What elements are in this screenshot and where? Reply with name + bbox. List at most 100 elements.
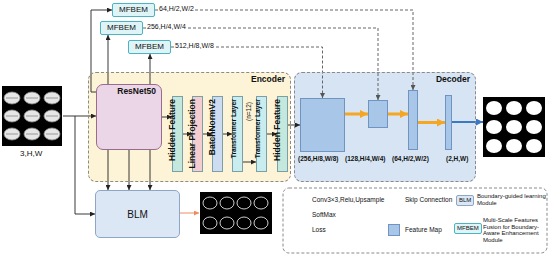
image-stripe	[46, 116, 58, 117]
decoder-region: Decoder (256,H/8,W/8) (128,H/4,W/4) (64,H/2…	[294, 72, 476, 182]
projection-bar: Linear Projection	[192, 96, 203, 172]
image-blob	[220, 217, 234, 229]
legend-swatch	[388, 224, 400, 236]
flow-arrow	[108, 35, 109, 84]
feature-bar: Hidden Feature	[277, 96, 288, 172]
image-blob	[237, 197, 251, 209]
norm-bar: BatchNormV2	[212, 96, 223, 172]
image-stripe	[46, 134, 58, 135]
tensor-shape: 256,H/4,W/4	[146, 23, 187, 31]
encoder-region: EncoderResNet50Hidden Feature Linear Proj…	[88, 72, 291, 182]
node-label: Linear Projection	[188, 99, 197, 168]
skip-connection	[143, 28, 378, 100]
image-stripe	[6, 98, 18, 99]
node-label: (128,H/4,W/4)	[345, 155, 382, 162]
image-ground	[200, 192, 272, 234]
node-label: ResNet50	[117, 87, 156, 96]
image-blob	[24, 92, 40, 104]
flow-arrow	[108, 150, 109, 190]
legend-text: Loss	[312, 226, 326, 233]
mfbem-box: MFBEM	[112, 3, 155, 17]
image-figure	[200, 192, 272, 234]
feature-map: (64,H/2,W/2)	[408, 90, 418, 150]
image-ground	[483, 97, 545, 157]
image-blob	[254, 217, 268, 229]
image-blob	[526, 139, 542, 153]
legend-text: Feature Map	[405, 226, 442, 233]
arrow-line	[452, 121, 483, 123]
feature-bar: Hidden Feature	[172, 96, 183, 172]
image-blob	[24, 110, 40, 122]
image-blob	[486, 120, 502, 134]
image-blob	[506, 101, 522, 115]
node-label: Decoder	[436, 75, 470, 84]
legend-text: Boundary-guided learning Module	[477, 193, 546, 206]
flow-arrow	[150, 54, 151, 84]
image-stripe	[26, 116, 38, 117]
transformer-bar: Transformer Layer	[256, 96, 267, 172]
mfbem-box: MFBEM	[100, 21, 143, 35]
node-label: MFBEM	[107, 24, 136, 33]
arrow-line	[180, 213, 199, 214]
node-label: (64,H/2,W/2)	[392, 155, 412, 162]
tensor-shape: 512,H/8,W/8	[174, 42, 215, 50]
node-label: Transformer Layer	[230, 99, 237, 158]
image-blob	[203, 217, 217, 229]
node-label: Encoder	[251, 75, 285, 84]
image-blob	[4, 128, 20, 140]
mfbem-box: MFBEM	[128, 40, 171, 54]
node-label: Hidden Feature	[168, 99, 177, 161]
arrow-line	[75, 116, 95, 214]
image-blob	[526, 101, 542, 115]
feature-map: (128,H/4,W/4)	[368, 100, 388, 128]
skip-connection	[155, 10, 413, 90]
region-fill	[88, 72, 291, 182]
image-blob	[4, 110, 20, 122]
image-stripe	[26, 134, 38, 135]
node-label: BatchNormV2	[208, 99, 217, 155]
image-stripe	[46, 98, 58, 99]
node-label: MFBEM	[119, 6, 148, 15]
image-blob	[4, 92, 20, 104]
flow-arrow	[345, 113, 368, 116]
node-label: MFBEM	[135, 43, 164, 52]
feature-map: (2,H,W)	[445, 95, 452, 150]
node-label: BLM	[127, 209, 148, 220]
image-figure	[2, 86, 62, 146]
node-label: Transformer Layer	[254, 99, 261, 158]
arrow-line	[63, 116, 96, 117]
repeat-count: (n=12)	[245, 102, 252, 121]
legend-sample-box: MFBEM	[454, 223, 482, 234]
image-blob	[203, 197, 217, 209]
legend-text: Conv3×3,Relu,Upsample	[312, 196, 384, 203]
legend-box	[283, 188, 547, 253]
image-stripe	[6, 134, 18, 135]
region-fill	[294, 72, 476, 182]
legend-sample-box: BLM	[456, 195, 474, 206]
image-blob	[486, 101, 502, 115]
node-label: Hidden Feature	[273, 99, 282, 161]
tensor-shape: 3,H,W	[20, 150, 42, 159]
node-label: (256,H/8,W/8)	[298, 155, 339, 162]
image-stripe	[26, 98, 38, 99]
backbone-box: ResNet50	[96, 84, 162, 150]
legend-text: Skip Connection	[405, 196, 452, 203]
image-blob	[486, 139, 502, 153]
image-blob	[44, 110, 60, 122]
image-stripe	[6, 116, 18, 117]
transformer-bar: Transformer Layer	[232, 96, 243, 172]
flow-arrow	[150, 150, 151, 190]
image-blob	[254, 197, 268, 209]
module-box: BLM	[95, 190, 180, 238]
flow-arrow	[418, 121, 445, 124]
legend-text: Multi-Scale Features Fusion for Boundary…	[483, 217, 546, 243]
image-blob	[237, 217, 251, 229]
image-blob	[506, 139, 522, 153]
image-ground	[2, 86, 62, 146]
image-blob	[44, 92, 60, 104]
image-figure	[483, 97, 545, 157]
flow-arrow	[388, 113, 408, 116]
flow-arrow	[129, 150, 130, 190]
image-blob	[220, 197, 234, 209]
